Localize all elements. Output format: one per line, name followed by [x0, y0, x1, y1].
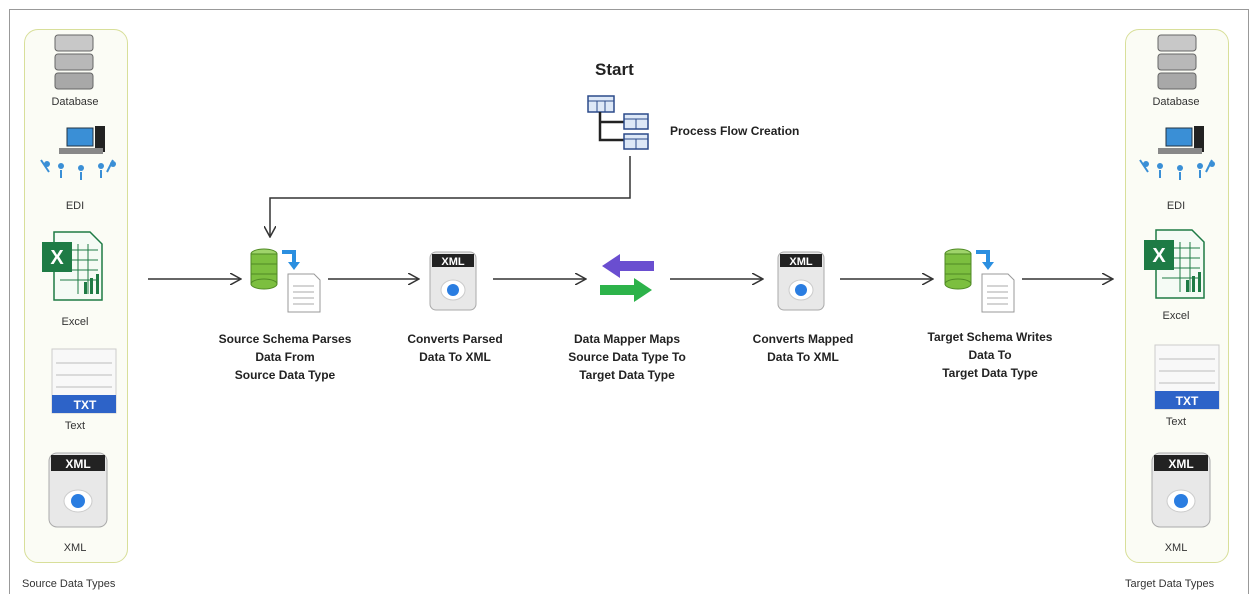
source-text-label: Text	[64, 420, 86, 432]
source-database-label: Database	[51, 96, 99, 108]
svg-text:XML: XML	[441, 256, 465, 268]
target-xml-badge: XML	[1168, 457, 1194, 471]
edi-icon	[40, 126, 116, 180]
source-edi-label: EDI	[65, 200, 85, 212]
diagram-frame	[9, 9, 1249, 594]
target-excel-label: Excel	[1162, 310, 1190, 322]
target-text-label: Text	[1165, 416, 1187, 428]
text-file-icon	[51, 348, 117, 414]
start-label: Start	[595, 60, 634, 79]
svg-text:X: X	[1152, 245, 1166, 267]
svg-text:XML: XML	[789, 256, 813, 268]
xml-file-icon	[1151, 452, 1211, 528]
xml-convert-icon: XML	[777, 251, 825, 311]
source-xml-badge: XML	[65, 457, 91, 471]
start-to-source-connector	[270, 156, 631, 236]
svg-text:X: X	[50, 247, 64, 269]
edi-icon	[1139, 126, 1215, 180]
xml-file-icon	[48, 452, 108, 528]
source-txt-badge: TXT	[73, 398, 97, 412]
step-source-schema-label: Source Schema Parses Data From Source Da…	[218, 332, 352, 382]
source-xml-label: XML	[63, 542, 87, 554]
target-txt-badge: TXT	[1175, 394, 1199, 408]
source-excel-label: Excel	[61, 316, 89, 328]
target-edi-label: EDI	[1166, 200, 1186, 212]
data-mapper-icon	[600, 254, 654, 302]
target-database-label: Database	[1152, 96, 1200, 108]
schema-parse-icon	[250, 248, 321, 313]
xml-convert-icon: XML	[429, 251, 477, 311]
step-convert-parsed-label: Converts Parsed Data To XML	[407, 332, 503, 364]
step-target-schema-label: Target Schema Writes Data To Target Data…	[927, 330, 1053, 380]
excel-icon: X	[42, 231, 103, 301]
target-data-types-caption: Target Data Types	[1125, 578, 1215, 590]
step-data-mapper-label: Data Mapper Maps Source Data Type To Tar…	[568, 332, 686, 382]
source-data-types-caption: Source Data Types	[22, 578, 116, 590]
target-xml-label: XML	[1164, 542, 1188, 554]
text-file-icon	[1154, 344, 1220, 410]
database-icon	[1157, 34, 1197, 90]
excel-icon: X	[1144, 229, 1205, 299]
process-flow-icon	[587, 95, 649, 150]
process-flow-creation-label: Process Flow Creation	[670, 124, 800, 138]
schema-write-icon	[944, 248, 1015, 313]
step-convert-mapped-label: Converts Mapped Data To XML	[752, 332, 854, 364]
database-icon	[54, 34, 94, 90]
